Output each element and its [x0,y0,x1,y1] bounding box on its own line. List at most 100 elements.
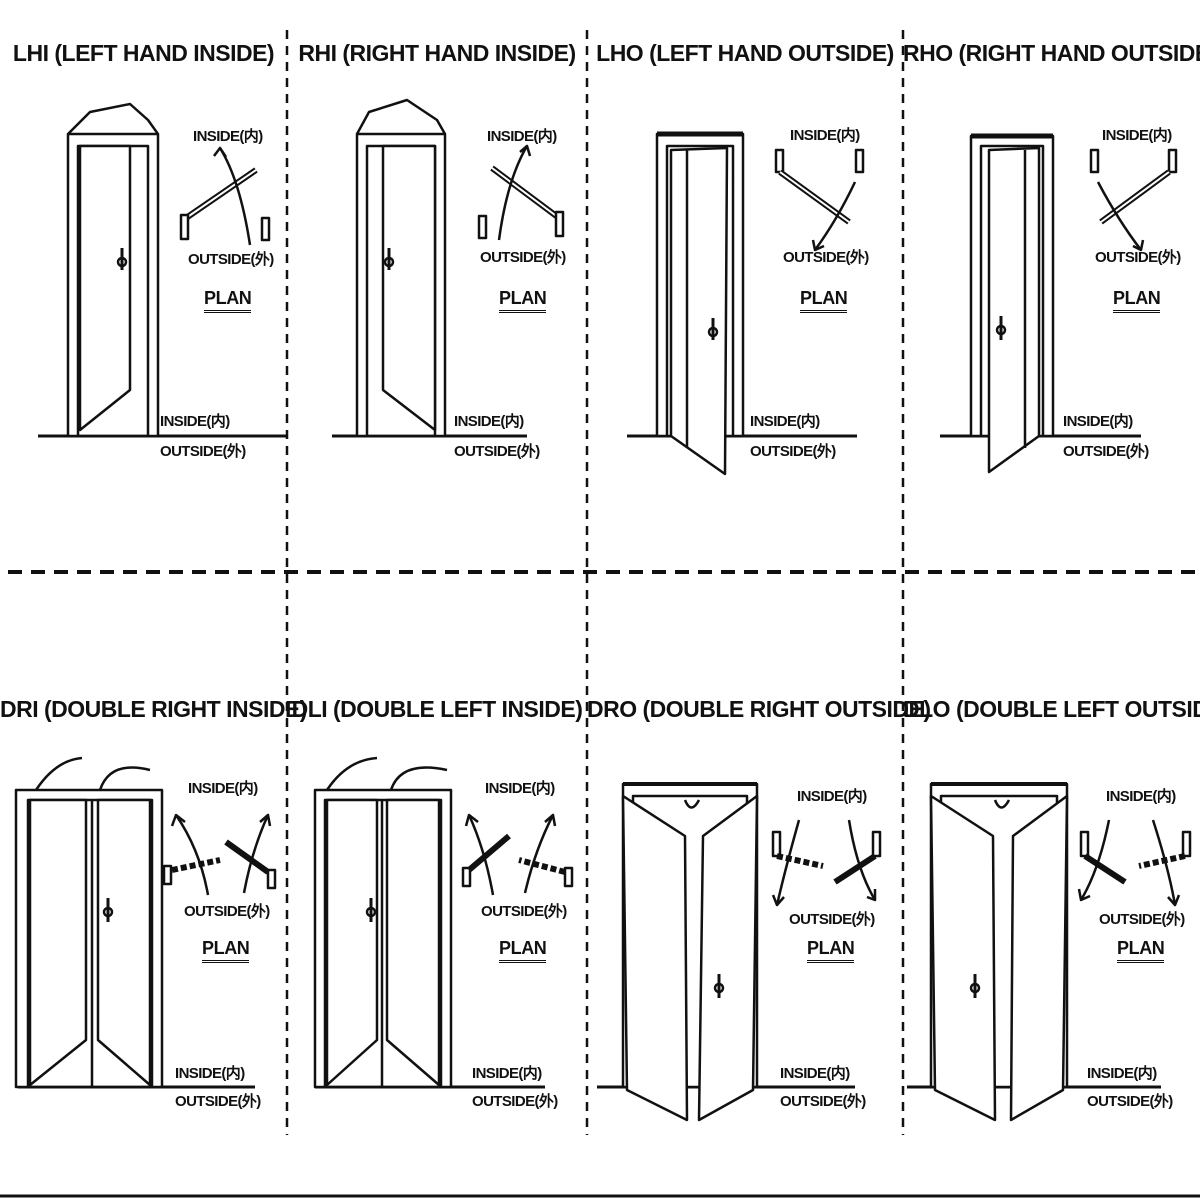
plan-swing-arrow [497,145,529,241]
plan-outside-label: OUTSIDE(外) [789,911,875,928]
panel-dlo: DLO (DOUBLE LEFT OUTSIDE) [903,0,1200,1200]
plan-swing-arrow-left [775,819,801,906]
plan-outside-label: OUTSIDE(外) [481,903,567,920]
plan-label: PLAN [204,288,252,313]
panel-title: RHI (RIGHT HAND INSIDE) [298,40,576,66]
panel-title: LHO (LEFT HAND OUTSIDE) [596,40,894,66]
door-swing-top [67,102,160,135]
plan-jamb [162,864,173,886]
door-swing-top [34,756,151,791]
door-leaf-left [929,794,997,1122]
plan-jamb-2 [477,214,488,240]
door-leaf [987,146,1041,474]
panel-rho: RHO (RIGHT HAND OUTSIDE) INSIDE(内) [903,0,1200,575]
floor-outside-label: OUTSIDE(外) [175,1093,261,1110]
door-drawing [38,102,287,438]
door-frame-inner [665,144,735,436]
plan-inside-label: INSIDE(内) [1106,788,1176,805]
plan-jamb-2 [1181,830,1192,858]
door-swing-top [325,756,448,791]
plan-inside-label: INSIDE(内) [1102,127,1172,144]
floor-outside-label: OUTSIDE(外) [1087,1093,1173,1110]
door-leaf [669,146,729,476]
floor-outside-label: OUTSIDE(外) [1063,443,1149,460]
plan-outside-label: OUTSIDE(外) [1099,911,1185,928]
plan-label: PLAN [1113,288,1161,313]
floor-inside-label: INSIDE(内) [1087,1065,1157,1082]
floor-outside-label: OUTSIDE(外) [454,443,540,460]
panel-dri: DRI (DOUBLE RIGHT INSIDE) [0,0,307,1200]
plan-label: PLAN [800,288,848,313]
plan-jamb [774,148,785,174]
plan-jamb [554,210,565,238]
door-drawing [14,756,277,1089]
door-leaf-left [621,794,689,1122]
plan-outside-label: OUTSIDE(外) [480,249,566,266]
plan-jamb [1079,830,1090,858]
plan-door-leaf-left [776,853,824,869]
door-leaf-right [385,798,441,1087]
door-drawing [597,782,882,1122]
plan-outside-label: OUTSIDE(外) [1095,249,1181,266]
panel-rhi: RHI (RIGHT HAND INSIDE) INSIDE(内) OUTSID… [287,0,587,575]
plan-jamb-2 [1167,148,1178,174]
plan-inside-label: INSIDE(内) [193,128,263,145]
plan-label: PLAN [807,938,855,963]
floor-inside-label: INSIDE(内) [454,413,524,430]
plan-jamb-2 [266,868,277,890]
plan-swing-arrow-right [523,814,555,894]
plan-inside-label: INSIDE(内) [797,788,867,805]
plan-swing-arrow [813,181,857,251]
plan-swing-arrow-left [467,814,495,896]
door-leaf [381,144,437,432]
plan-label: PLAN [499,288,547,313]
panel-title: LHI (LEFT HAND INSIDE) [12,40,275,66]
door-frame-inner [26,798,154,1089]
plan-label: PLAN [499,938,547,963]
door-swing-top [355,98,447,135]
plan-jamb-2 [854,148,865,174]
floor-inside-label: INSIDE(内) [750,413,820,430]
plan-door-leaf-left [171,857,221,873]
floor-outside-label: OUTSIDE(外) [472,1093,558,1110]
door-leaf-right [697,794,759,1122]
plan-inside-label: INSIDE(内) [790,127,860,144]
panel-dli: DLI (DOUBLE LEFT INSIDE) [287,0,587,1200]
plan-outside-label: OUTSIDE(外) [188,251,274,268]
plan-jamb-2 [871,830,882,858]
plan-outside-label: OUTSIDE(外) [783,249,869,266]
door-leaf-left [28,798,88,1087]
floor-inside-label: INSIDE(内) [1063,413,1133,430]
door-drawing [627,131,865,476]
panel-title: DRO (DOUBLE RIGHT OUTSIDE) [587,696,931,722]
plan-jamb [461,866,472,888]
panel-title: DLI (DOUBLE LEFT INSIDE) [291,696,583,722]
plan-jamb [1089,148,1100,174]
plan-jamb [771,830,782,858]
plan-swing-arrow-left [1079,819,1111,901]
plan-swing-arrow-right [242,814,270,894]
floor-inside-label: INSIDE(内) [175,1065,245,1082]
door-leaf-right [1009,794,1069,1122]
plan-label: PLAN [202,938,250,963]
floor-outside-label: OUTSIDE(外) [780,1093,866,1110]
plan-outside-label: OUTSIDE(外) [184,903,270,920]
panel-title: DRI (DOUBLE RIGHT INSIDE) [0,696,307,722]
plan-door-leaf-right [833,853,877,885]
door-drawing [332,98,565,438]
plan-jamb-2 [260,216,271,242]
panel-lhi: LHI (LEFT HAND INSIDE) INSIDE(内) OUTSIDE… [0,0,287,575]
door-drawing [313,756,574,1089]
panel-title: DLO (DOUBLE LEFT OUTSIDE) [903,696,1200,722]
plan-jamb [179,213,190,241]
door-leaf-left [325,798,379,1087]
door-drawing [940,133,1178,474]
plan-door-leaf-left [467,833,511,873]
plan-jamb-2 [563,866,574,888]
panel-dro: DRO (DOUBLE RIGHT OUTSIDE) [587,0,931,1200]
plan-swing-arrow [1096,181,1142,251]
door-frame-inner [979,144,1045,436]
door-drawing [907,782,1192,1122]
